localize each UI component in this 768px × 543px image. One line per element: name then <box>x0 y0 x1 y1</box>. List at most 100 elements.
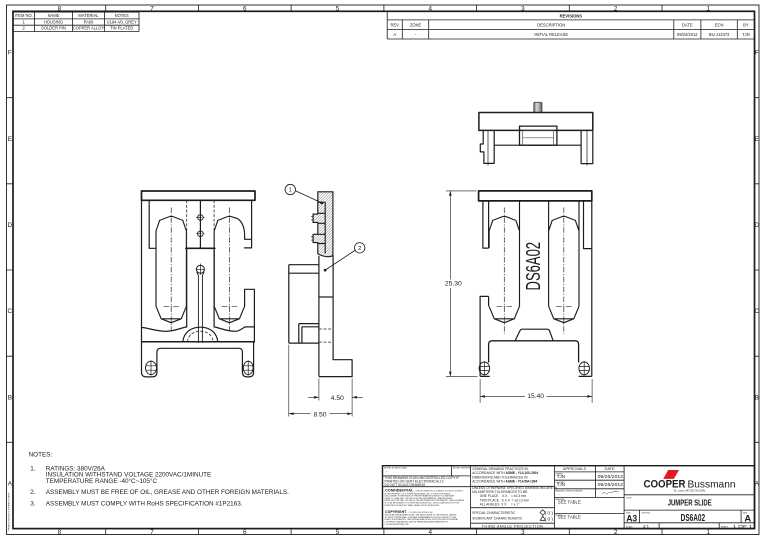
svg-text:1.: 1. <box>30 465 36 472</box>
svg-text:3.: 3. <box>30 500 36 507</box>
svg-text:COOPER: COOPER <box>644 479 686 491</box>
svg-text:COPYRIGHT - COOPER INDUSTRIES,: COPYRIGHT - COOPER INDUSTRIES, INC. <box>385 510 434 514</box>
svg-text:B: B <box>755 394 759 401</box>
svg-text:8: 8 <box>58 6 62 13</box>
svg-text:NAME: NAME <box>48 13 60 18</box>
svg-text:( 0 ): ( 0 ) <box>545 510 554 515</box>
svg-text:5: 5 <box>336 6 340 13</box>
svg-text:REPRODUCTIVE USE, OR USE OF TH: REPRODUCTIVE USE, OR USE OF THE INFORMAT… <box>385 499 466 502</box>
svg-text:THIS IS AN UNPUBLISHED WORK. T: THIS IS AN UNPUBLISHED WORK. THE DISCLOS… <box>385 514 457 517</box>
svg-text:4.50: 4.50 <box>331 395 344 402</box>
svg-text:15.40: 15.40 <box>527 393 544 400</box>
svg-text:A: A <box>755 481 760 488</box>
svg-text:INITIAL RELEASE: INITIAL RELEASE <box>534 32 568 37</box>
svg-text:PUBLIC IS PROHIBITED. THIS UNP: PUBLIC IS PROHIBITED. THIS UNPUBLISHED W… <box>385 518 459 521</box>
svg-text:TIN PLATED: TIN PLATED <box>110 26 133 31</box>
svg-text:DATE: DATE <box>605 466 615 471</box>
svg-text:DS6A02: DS6A02 <box>681 513 706 524</box>
svg-text:E: E <box>8 136 12 143</box>
svg-text:St. Louis, MO 63178 (USA): St. Louis, MO 63178 (USA) <box>674 489 706 493</box>
svg-text:E: E <box>755 136 759 143</box>
svg-text:ITEM NO.: ITEM NO. <box>15 13 33 18</box>
svg-text:INSULATION WITHSTAND VOLTAGE 2: INSULATION WITHSTAND VOLTAGE 2200VAC/1MI… <box>46 472 211 479</box>
svg-text:-: - <box>415 32 417 37</box>
svg-text:BY: BY <box>743 23 749 28</box>
svg-text:PA66: PA66 <box>84 19 94 24</box>
svg-text:REV: REV <box>390 23 399 28</box>
svg-text:DS6A02: DS6A02 <box>523 242 545 291</box>
svg-text:PRINTED OR SENT ELECTRONICALLY: PRINTED OR SENT ELECTRONICALLY. <box>385 480 445 484</box>
svg-text:1: 1 <box>707 529 711 536</box>
svg-text:SPECIAL CHARACTERISTIC: SPECIAL CHARACTERISTIC <box>472 511 516 515</box>
svg-text:SEE TABLE: SEE TABLE <box>558 515 581 520</box>
svg-text:ONE PLACE X.X = ±0.3 mm: ONE PLACE X.X = ±0.3 mm <box>480 494 527 498</box>
svg-text:MILLIMETERS TOLERANCES TO BE:: MILLIMETERS TOLERANCES TO BE: <box>472 490 528 494</box>
svg-text:D: D <box>8 222 13 229</box>
svg-text:MATERIAL: MATERIAL <box>556 498 565 501</box>
svg-text:TWO PLACE X.X X = ±0.13 mm: TWO PLACE X.X X = ±0.13 mm <box>480 498 529 502</box>
svg-text:NOTES:: NOTES: <box>29 451 53 458</box>
svg-text:2: 2 <box>23 26 26 31</box>
svg-text:CONFIDENTIAL - THE INFORMATION: CONFIDENTIAL - THE INFORMATION CONTAINED… <box>385 489 464 493</box>
svg-text:C: C <box>755 308 760 315</box>
svg-text:MANUFACTURING ENGINEER: MANUFACTURING ENGINEER <box>556 489 584 492</box>
svg-text:2: 2 <box>614 529 618 536</box>
svg-text:4: 4 <box>428 6 432 13</box>
svg-text:TEMPERATURE RANGE -40°C~105°C: TEMPERATURE RANGE -40°C~105°C <box>46 477 158 485</box>
svg-text:COOPER INDUSTRIES, INC.: COOPER INDUSTRIES, INC. <box>385 524 410 526</box>
svg-text:F: F <box>8 50 12 57</box>
svg-text:NOTES: NOTES <box>115 13 129 18</box>
svg-text:1: 1 <box>23 19 26 24</box>
svg-text:ASSEMBLY MUST BE FREE OF OIL,: ASSEMBLY MUST BE FREE OF OIL, GREASE AND… <box>46 489 289 496</box>
svg-text:D: D <box>755 222 760 229</box>
svg-text:DO NOT SCALE DRAWING: DO NOT SCALE DRAWING <box>385 483 426 487</box>
svg-text:HOUSING: HOUSING <box>44 19 63 24</box>
svg-text:CHECKED: CHECKED <box>556 482 566 484</box>
svg-text:SCALE: SCALE <box>626 526 633 529</box>
svg-text:2.: 2. <box>30 489 36 496</box>
svg-text:7: 7 <box>150 529 154 536</box>
svg-text:A: A <box>393 32 396 37</box>
svg-text:ASSEMBLY MUST COMPLY WITH RoHS: ASSEMBLY MUST COMPLY WITH RoHS SPECIFICA… <box>46 500 243 507</box>
svg-text:MODEL VERSION: MODEL VERSION <box>453 467 471 469</box>
svg-text:4: 4 <box>428 529 432 536</box>
svg-text:6: 6 <box>243 529 247 536</box>
svg-text:COPPER ALLOY: COPPER ALLOY <box>73 26 105 31</box>
svg-text:SOLDER PIN: SOLDER PIN <box>41 26 66 31</box>
svg-text:SIGNIFICANT CHARACTERISTIC: SIGNIFICANT CHARACTERISTIC <box>472 517 523 521</box>
svg-text:FINISH: FINISH <box>556 515 563 517</box>
svg-text:09/26/2012: 09/26/2012 <box>598 482 624 487</box>
svg-text:GENERAL DRAWING PRACTICES IN: GENERAL DRAWING PRACTICES IN <box>472 467 528 471</box>
svg-text:4:1: 4:1 <box>643 524 650 529</box>
svg-text:6: 6 <box>243 6 247 13</box>
svg-text:( 0 ): ( 0 ) <box>545 517 554 522</box>
svg-text:ACCORDANCE WITH ASME - Y14.100: ACCORDANCE WITH ASME - Y14.100-2004 <box>472 471 538 475</box>
svg-text:IS TO BE RETURNED TO COOPER IN: IS TO BE RETURNED TO COOPER INDUSTRIES, … <box>385 503 460 505</box>
svg-text:3: 3 <box>521 6 525 13</box>
svg-text:SIZE: SIZE <box>626 512 631 514</box>
svg-text:8: 8 <box>58 529 62 536</box>
svg-text:ECN: ECN <box>715 23 724 28</box>
svg-text:REV: REV <box>743 512 748 514</box>
svg-text:MATERIAL: MATERIAL <box>78 13 99 18</box>
svg-text:DWG NO: DWG NO <box>642 512 651 514</box>
svg-text:DISCLOSURE. POSSESSION OF THE: DISCLOSURE. POSSESSION OF THE INFORMATIO… <box>385 495 456 498</box>
svg-text:A: A <box>744 513 751 524</box>
svg-text:1: 1 <box>707 6 711 13</box>
svg-text:JUMPER SLIDE: JUMPER SLIDE <box>668 498 712 507</box>
svg-text:8.50: 8.50 <box>313 411 326 418</box>
svg-text:C: C <box>8 308 13 315</box>
svg-text:DRAWN: DRAWN <box>556 473 564 476</box>
svg-text:RIGHT TO LOAN, SELL OR DISCLOS: RIGHT TO LOAN, SELL OR DISCLOSE THE INFO… <box>385 497 453 500</box>
svg-text:--: -- <box>386 470 388 473</box>
svg-text:THIRD ANGLE PROJECTION: THIRD ANGLE PROJECTION <box>482 524 544 528</box>
svg-text:MODEL SOURCE DATA: MODEL SOURCE DATA <box>384 466 407 469</box>
svg-text:COPYRIGHT LAW AND ALL RIGHTS T: COPYRIGHT LAW AND ALL RIGHTS THEREUNDER … <box>385 521 449 524</box>
svg-text:THIS DRAWING IS AN UNCONTROLLE: THIS DRAWING IS AN UNCONTROLLED COPY IF <box>385 476 460 480</box>
svg-text:A3: A3 <box>626 513 637 524</box>
svg-text:IS THE PROPERTY OF COOPER INDU: IS THE PROPERTY OF COOPER INDUSTRIES, IN… <box>385 493 452 495</box>
svg-text:DATE: DATE <box>682 23 693 28</box>
svg-text:BU-J12374: BU-J12374 <box>709 32 730 37</box>
svg-text:TO SELECT PERSONNEL. FURTHER D: TO SELECT PERSONNEL. FURTHER DISSEMINATI… <box>385 516 457 519</box>
svg-text:2: 2 <box>358 246 361 252</box>
